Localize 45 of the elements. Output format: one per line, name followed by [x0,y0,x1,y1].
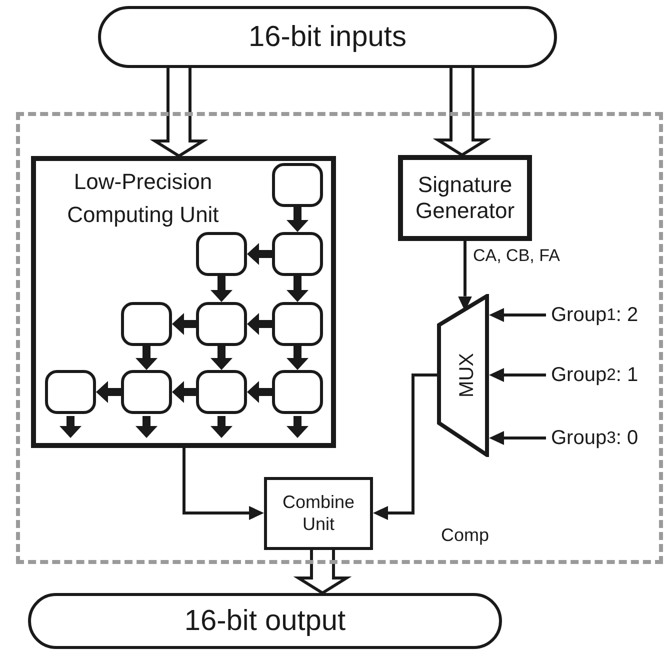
region-title: Comp [441,525,490,547]
hollow-arrow [432,66,492,157]
arrow [172,381,196,403]
unit-box [31,156,336,448]
processing-element [45,370,96,414]
arrow [172,313,196,335]
arrow [210,416,232,438]
edge-label: CA, CB, FA [471,246,562,266]
process-box: Signature Generator [398,155,532,241]
arrow [96,381,121,403]
arrow [210,346,232,370]
arrow [247,313,272,335]
processing-element [272,302,323,346]
arrow [286,276,308,302]
arrow [136,416,158,438]
processing-element [196,370,247,414]
arrow [182,448,264,520]
processing-element [272,232,323,276]
arrow [286,207,308,232]
processing-element [121,370,172,414]
arrow [373,374,437,520]
arrow [60,416,82,438]
mux-trapezoid [437,294,489,457]
arrow [489,431,546,445]
processing-element [272,163,323,207]
arrow [247,243,272,265]
arrow [489,368,546,382]
arrow [136,346,158,370]
arrow [489,308,546,322]
hollow-arrow [293,548,352,595]
arrow [210,276,232,302]
processing-element [196,302,247,346]
dashed-region [16,112,663,564]
processing-element [196,232,247,276]
terminal-box: 16-bit output [28,593,502,649]
unit-title: Low-Precision Computing Unit [66,168,220,229]
arrow [286,346,308,370]
arrow [247,381,272,403]
arrow [286,416,308,438]
processing-element [121,302,172,346]
processing-element [272,370,323,414]
hollow-arrow [150,66,208,158]
mux-label: MUX [455,353,479,398]
terminal-box: 16-bit inputs [98,6,557,68]
process-box: Combine Unit [264,477,373,550]
